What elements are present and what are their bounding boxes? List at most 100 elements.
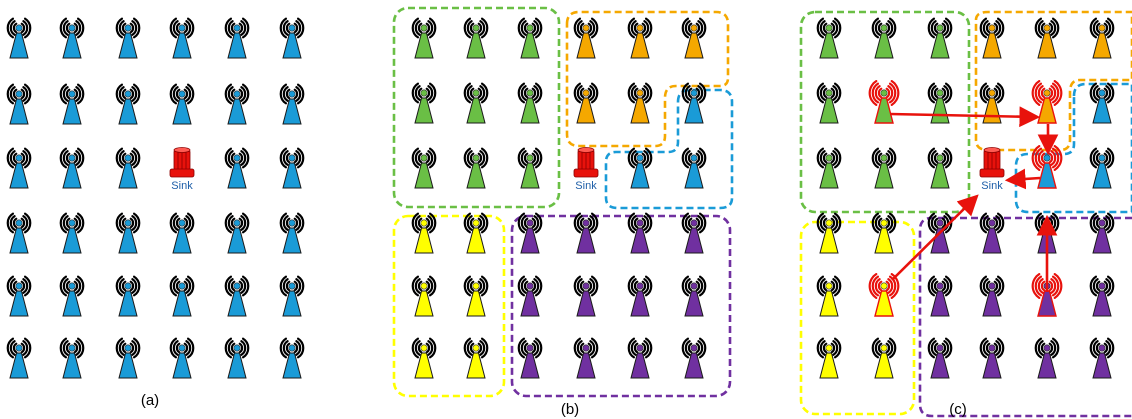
cluster-boundaries xyxy=(392,6,1132,418)
sensor-node xyxy=(59,212,85,254)
sensor-node xyxy=(279,147,305,189)
sensor-node xyxy=(927,17,953,59)
cluster-boundary-green xyxy=(392,6,561,209)
sensor-node xyxy=(627,17,653,59)
sensor-node xyxy=(279,337,305,379)
sensor-node xyxy=(627,82,653,124)
cluster-head-node xyxy=(868,273,900,317)
sensor-node xyxy=(816,212,842,254)
sensor-node xyxy=(463,337,489,379)
sink-label: Sink xyxy=(575,180,597,192)
sensor-node xyxy=(6,147,32,189)
sensor-node xyxy=(1089,212,1115,254)
sensor-node xyxy=(816,17,842,59)
sink-node: Sink xyxy=(979,147,1005,192)
sensor-node xyxy=(627,337,653,379)
sensor-node xyxy=(517,17,543,59)
sensor-node xyxy=(927,275,953,317)
sensor-node xyxy=(927,337,953,379)
sensor-node xyxy=(627,147,653,189)
cluster-boundary-green xyxy=(799,10,971,214)
sensor-node xyxy=(816,82,842,124)
sensor-node xyxy=(59,17,85,59)
sensor-node xyxy=(1089,82,1115,124)
sensor-node xyxy=(979,275,1005,317)
cluster-head-node xyxy=(868,80,900,124)
sensor-node xyxy=(224,147,250,189)
sensor-node xyxy=(573,82,599,124)
sink-label: Sink xyxy=(981,180,1003,192)
sensor-node xyxy=(573,212,599,254)
sensor-node xyxy=(59,275,85,317)
sensor-node xyxy=(927,82,953,124)
cluster-boundary-orange xyxy=(565,10,730,148)
sensor-node xyxy=(979,337,1005,379)
sensor-node xyxy=(411,82,437,124)
sensor-node xyxy=(115,275,141,317)
sensor-node xyxy=(816,337,842,379)
sensor-node xyxy=(627,275,653,317)
sensor-node xyxy=(6,212,32,254)
sensor-node xyxy=(224,17,250,59)
cluster-boundary-orange xyxy=(974,10,1132,152)
sensor-node xyxy=(6,83,32,125)
panel-labels: (a) (b) (c) xyxy=(141,392,967,418)
sink-node: Sink xyxy=(573,147,599,192)
sensor-node xyxy=(59,337,85,379)
sensor-node xyxy=(517,147,543,189)
sensor-node xyxy=(411,212,437,254)
sensor-node xyxy=(871,337,897,379)
sensor-node xyxy=(115,212,141,254)
sensor-node xyxy=(411,17,437,59)
cluster-boundary-blue xyxy=(1014,82,1132,214)
sensor-node xyxy=(463,17,489,59)
sensor-node xyxy=(573,337,599,379)
sensor-node xyxy=(517,82,543,124)
sensor-node xyxy=(224,275,250,317)
routing-arrow xyxy=(1004,168,1041,190)
sensor-node xyxy=(115,83,141,125)
sensor-node xyxy=(681,17,707,59)
sensor-node xyxy=(871,147,897,189)
sensor-node xyxy=(169,212,195,254)
cluster-boundary-yellow xyxy=(799,220,916,416)
panel-label-b: (b) xyxy=(561,401,579,418)
sensor-node xyxy=(1034,337,1060,379)
sensor-node xyxy=(463,82,489,124)
sensor-node xyxy=(1089,337,1115,379)
sensor-node xyxy=(871,17,897,59)
sensor-node xyxy=(573,275,599,317)
sensor-node xyxy=(169,83,195,125)
routing-arrow xyxy=(891,194,979,281)
sensor-node xyxy=(517,212,543,254)
sensor-node xyxy=(279,17,305,59)
sensor-node xyxy=(411,147,437,189)
sensor-node xyxy=(115,147,141,189)
sensor-node xyxy=(6,337,32,379)
sensor-node xyxy=(816,147,842,189)
sensor-node xyxy=(927,212,953,254)
panel-label-a: (a) xyxy=(141,392,159,409)
panel-label-c: (c) xyxy=(949,401,967,418)
sensor-node xyxy=(411,275,437,317)
sensor-node xyxy=(6,275,32,317)
sensor-node xyxy=(927,147,953,189)
sensor-node xyxy=(59,147,85,189)
cluster-head-node xyxy=(1031,273,1063,317)
sensor-node xyxy=(517,337,543,379)
sensor-node xyxy=(59,83,85,125)
sensor-node xyxy=(1089,17,1115,59)
sensor-node xyxy=(681,147,707,189)
sensor-node xyxy=(979,17,1005,59)
cluster-boundary-yellow xyxy=(392,214,506,398)
sensor-node xyxy=(169,275,195,317)
sensor-node xyxy=(279,83,305,125)
sensor-node xyxy=(115,17,141,59)
sensor-node xyxy=(1034,17,1060,59)
routing-arrow xyxy=(889,106,1041,128)
sensor-node xyxy=(573,17,599,59)
sensor-node xyxy=(627,212,653,254)
